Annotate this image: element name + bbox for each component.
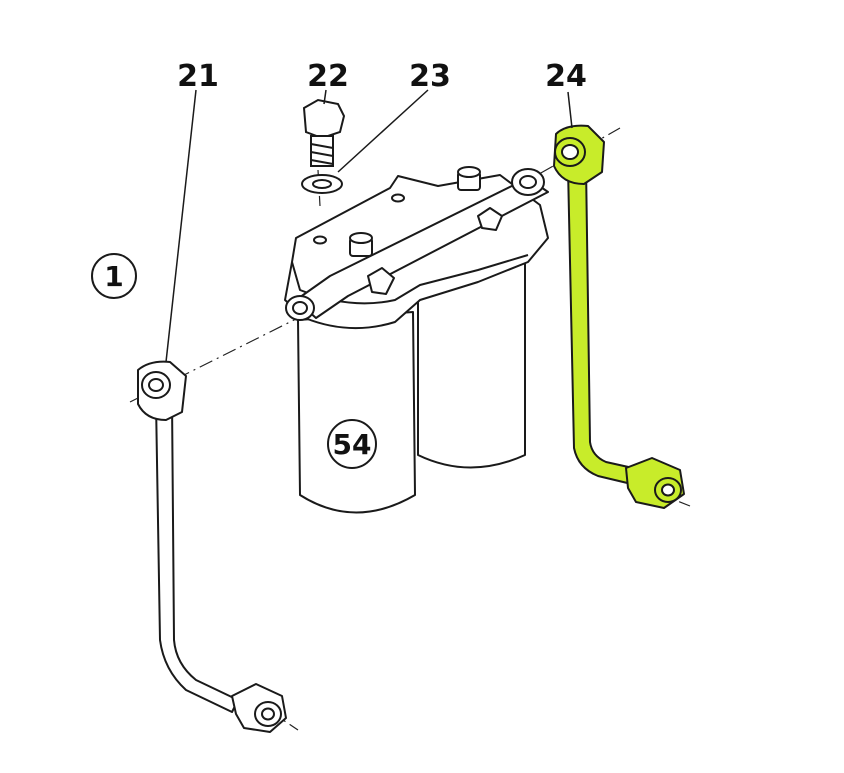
pipe-left-nut-hole (261, 707, 275, 721)
bolt-thread-1 (310, 143, 334, 149)
side-screw-2 (477, 207, 503, 231)
leader-24 (567, 91, 573, 129)
washer-hole (312, 179, 332, 189)
banjo-bolt-group (301, 98, 346, 194)
pipe-right-tube (567, 165, 643, 487)
pipe-left-banjo-hole (148, 378, 164, 392)
pipe-right-banjo-hole (561, 144, 579, 160)
filter-ref-circle (327, 419, 377, 469)
callout-23: 23 (409, 59, 451, 94)
vent-plug-2-top (457, 166, 481, 178)
leader-22 (323, 89, 327, 105)
vent-plug-1-top (349, 232, 373, 244)
leader-lines (165, 89, 573, 363)
mount-hole-2 (391, 193, 405, 203)
mount-hole-1 (313, 235, 327, 245)
pipe-left (137, 360, 287, 733)
callout-22: 22 (307, 59, 349, 94)
pipe-right-nut-hole (661, 483, 675, 497)
bolt-thread-3 (310, 159, 334, 165)
leader-21 (165, 89, 197, 363)
bolt-thread-2 (310, 151, 334, 157)
bolt-shank (310, 135, 334, 167)
callout-21: 21 (177, 59, 219, 94)
right-port-bore (519, 175, 537, 189)
left-port-bore (292, 301, 308, 315)
filter-assembly (284, 166, 549, 514)
pipe-left-tube (155, 399, 239, 713)
pipe-right (553, 124, 685, 509)
side-screw-1 (367, 267, 395, 295)
front-filter-canister (297, 311, 416, 514)
bolt-head (302, 98, 346, 140)
rear-filter-canister (417, 261, 526, 469)
view-ref-label: 1 (104, 260, 123, 293)
callout-24: 24 (545, 59, 587, 94)
filter-ref-label: 54 (333, 428, 372, 461)
view-ref-circle (91, 253, 137, 299)
leader-23 (337, 89, 429, 173)
